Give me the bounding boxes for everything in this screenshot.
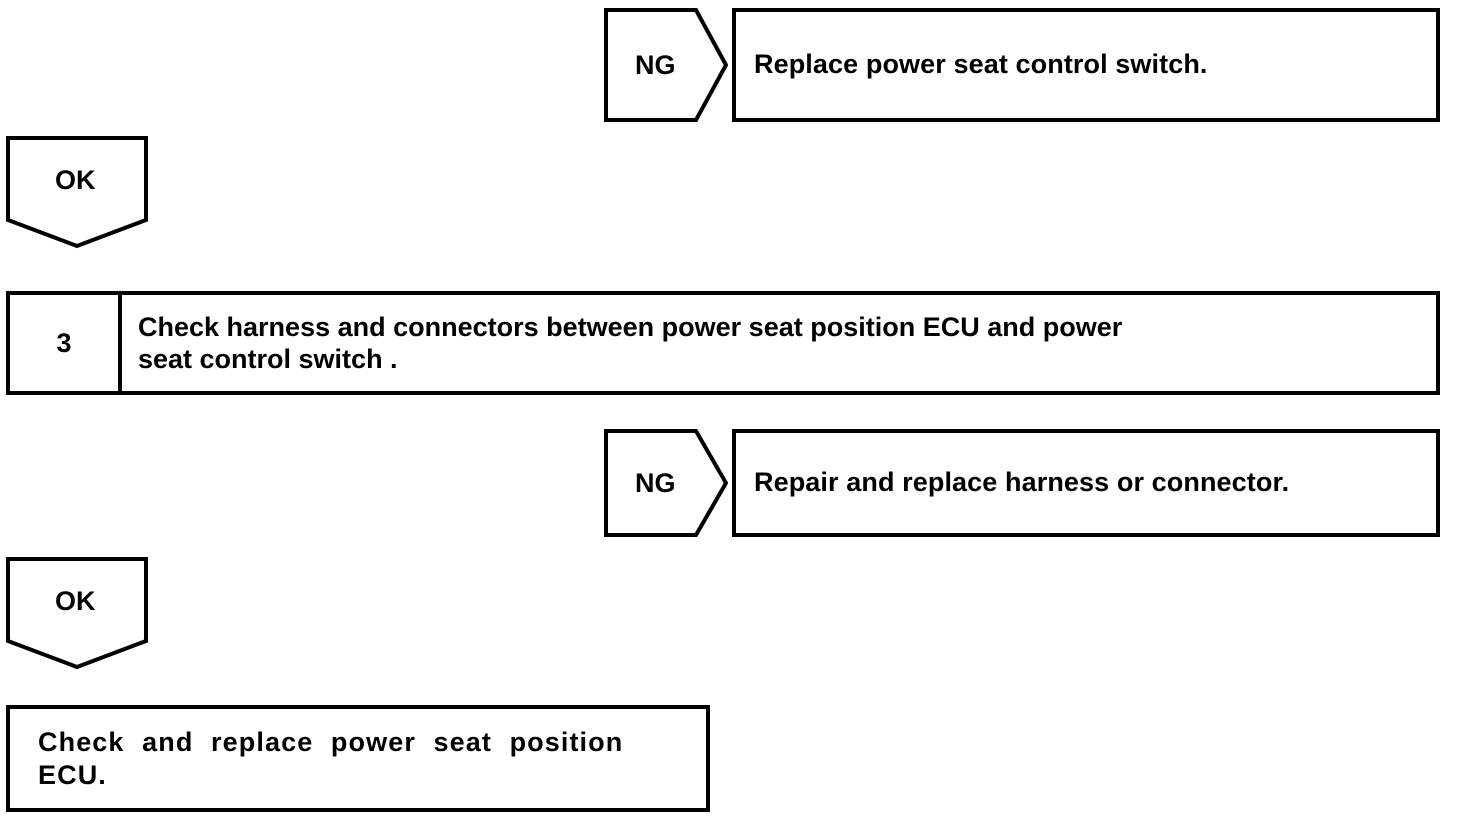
action-box-repair-harness: Repair and replace harness or connector. (732, 429, 1440, 537)
action-box-replace-switch: Replace power seat control switch. (732, 8, 1440, 122)
ng-arrow-1-shape (604, 8, 728, 122)
step-box-3: 3 Check harness and connectors between p… (6, 291, 1440, 395)
ok-arrow-2-shape (6, 557, 152, 673)
ng-arrow-2-shape (604, 429, 728, 537)
action-box-check-replace-ecu: Check and replace power seat position EC… (6, 705, 710, 812)
ok-arrow-1-shape (6, 136, 152, 252)
ng-arrow-1: NG (604, 8, 728, 122)
ng-arrow-2: NG (604, 429, 728, 537)
step-box-3-number: 3 (10, 295, 122, 391)
ok-arrow-2: OK (6, 557, 152, 673)
step-box-3-text: Check harness and connectors between pow… (138, 311, 1123, 374)
action-box-replace-switch-text: Replace power seat control switch. (754, 49, 1208, 80)
step-box-3-body: Check harness and connectors between pow… (122, 295, 1436, 391)
action-box-repair-harness-text: Repair and replace harness or connector. (754, 467, 1290, 498)
action-box-check-replace-ecu-text: Check and replace power seat position EC… (38, 727, 624, 790)
ok-arrow-1: OK (6, 136, 152, 252)
